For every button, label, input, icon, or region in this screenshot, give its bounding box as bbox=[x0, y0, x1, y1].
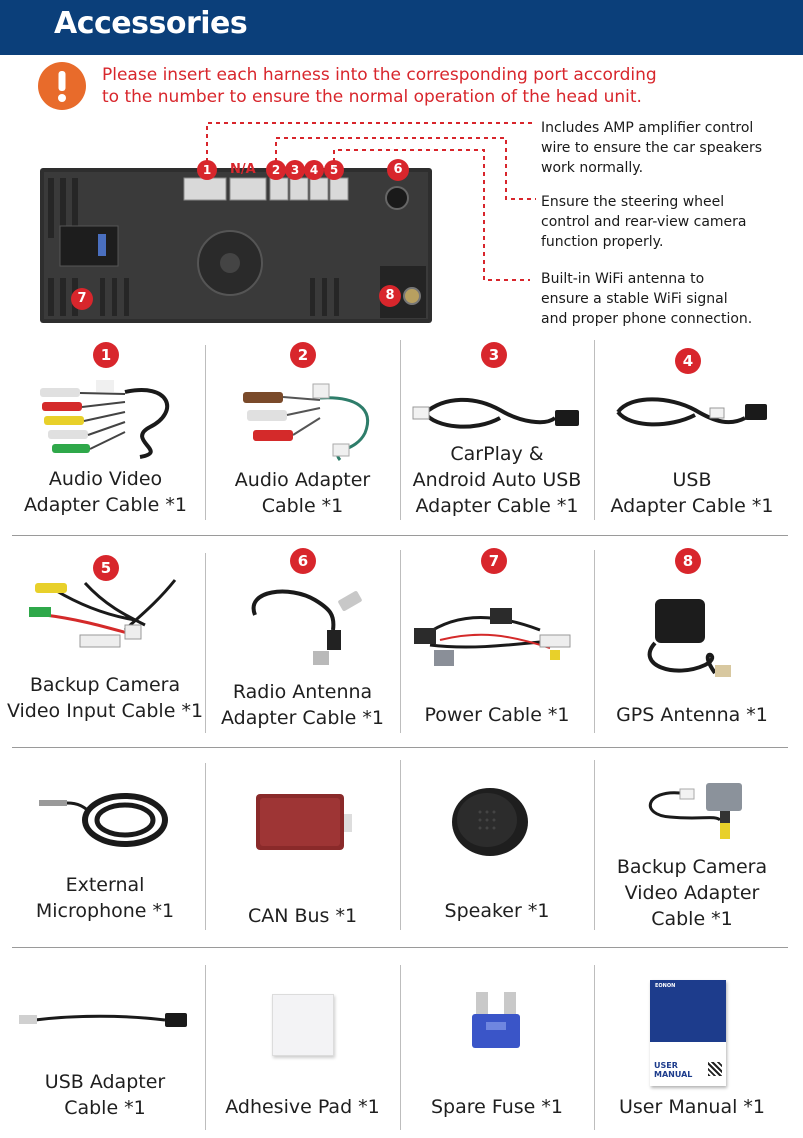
column-divider bbox=[400, 340, 401, 520]
manual-brand: EONON bbox=[655, 983, 676, 989]
backup-camera-adapter-image bbox=[648, 783, 742, 839]
item-label: External bbox=[65, 874, 145, 896]
item-label: Adapter Cable *1 bbox=[24, 494, 187, 516]
item-label: Adapter Cable *1 bbox=[610, 495, 774, 517]
item-number-badge: 7 bbox=[481, 548, 507, 574]
external-microphone-image bbox=[39, 793, 168, 847]
item-number-badge: 2 bbox=[290, 342, 316, 368]
column-divider bbox=[400, 965, 401, 1130]
item-number-badge: 1 bbox=[93, 342, 119, 368]
item-label: Backup Camera bbox=[29, 674, 181, 696]
item-label: USB bbox=[672, 469, 712, 491]
port-badge-6: 6 bbox=[387, 159, 409, 181]
item-label: Microphone *1 bbox=[35, 900, 175, 922]
radio-antenna-adapter-image bbox=[251, 589, 362, 665]
column-divider bbox=[400, 760, 401, 930]
item-label: Spare Fuse *1 bbox=[430, 1096, 564, 1118]
audio-adapter-cable-image bbox=[243, 383, 370, 461]
can-bus-box-image bbox=[256, 794, 352, 850]
port-badge-3: 3 bbox=[285, 160, 305, 180]
item-label: Adhesive Pad *1 bbox=[225, 1096, 380, 1118]
item-label: Android Auto USB bbox=[412, 469, 582, 491]
item-label: Video Adapter bbox=[624, 882, 760, 904]
callout-amp: Includes AMP amplifier control wire to e… bbox=[541, 118, 791, 178]
item-label: Backup Camera bbox=[616, 856, 768, 878]
backup-camera-input-cable-image bbox=[29, 579, 177, 648]
item-label: User Manual *1 bbox=[618, 1096, 766, 1118]
fuse-image bbox=[472, 992, 520, 1048]
port-badge-5: 5 bbox=[324, 160, 344, 180]
audio-video-cable-image bbox=[40, 380, 170, 459]
item-number-badge: 5 bbox=[93, 555, 119, 581]
item-label: Video Input Cable *1 bbox=[6, 700, 204, 722]
callout-text: work normally. bbox=[541, 160, 644, 176]
column-divider bbox=[205, 345, 206, 520]
item-label: Cable *1 bbox=[64, 1097, 146, 1119]
item-label: Adapter Cable *1 bbox=[221, 707, 384, 729]
item-label: Cable *1 bbox=[651, 908, 733, 930]
item-label: CarPlay & bbox=[450, 443, 544, 465]
port-badge-8: 8 bbox=[379, 285, 401, 307]
callout-text: wire to ensure the car speakers bbox=[541, 140, 763, 156]
item-label: GPS Antenna *1 bbox=[616, 704, 768, 726]
item-label: CAN Bus *1 bbox=[247, 905, 358, 927]
column-divider bbox=[205, 763, 206, 930]
item-number-badge: 4 bbox=[675, 348, 701, 374]
carplay-usb-cable-image bbox=[412, 397, 579, 429]
usb-adapter-cable-image bbox=[616, 397, 767, 427]
column-divider bbox=[594, 965, 595, 1130]
column-divider bbox=[205, 965, 206, 1130]
port-badge-4: 4 bbox=[304, 160, 324, 180]
callout-text: function properly. bbox=[541, 234, 664, 250]
item-label: Speaker *1 bbox=[444, 900, 550, 922]
manual-title-line-1: USER bbox=[654, 1061, 678, 1070]
page-header: Accessories bbox=[0, 0, 803, 55]
column-divider bbox=[594, 760, 595, 930]
gps-antenna-image bbox=[647, 599, 731, 677]
warning-line-1: Please insert each harness into the corr… bbox=[102, 65, 657, 85]
row-divider bbox=[12, 747, 788, 748]
item-label: USB Adapter bbox=[44, 1071, 166, 1093]
callout-text: ensure a stable WiFi signal bbox=[541, 291, 728, 307]
callout-text: Built-in WiFi antenna to bbox=[541, 271, 705, 287]
head-unit-rear-image bbox=[40, 168, 432, 323]
usb-adapter-cable-small-image bbox=[19, 1013, 187, 1027]
warning-text: Please insert each harness into the corr… bbox=[102, 64, 702, 108]
column-divider bbox=[594, 550, 595, 733]
item-label: Adapter Cable *1 bbox=[415, 495, 579, 517]
item-number-badge: 3 bbox=[481, 342, 507, 368]
port-badge-na: N/A bbox=[230, 162, 256, 177]
speaker-image bbox=[452, 788, 528, 856]
warning-line-2: to the number to ensure the normal opera… bbox=[102, 87, 642, 107]
item-label: Audio Adapter bbox=[234, 469, 371, 491]
callout-text: control and rear-view camera bbox=[541, 214, 747, 230]
port-badge-2: 2 bbox=[266, 160, 286, 180]
item-label: Radio Antenna bbox=[232, 681, 373, 703]
manual-title-line-2: MANUAL bbox=[654, 1070, 693, 1079]
user-manual-image: EONON USER MANUAL bbox=[650, 980, 726, 1086]
column-divider bbox=[400, 550, 401, 733]
item-label: Audio Video bbox=[48, 468, 163, 490]
port-badge-7: 7 bbox=[71, 288, 93, 310]
item-label: Cable *1 bbox=[261, 495, 344, 517]
adhesive-pad-image bbox=[272, 994, 334, 1056]
column-divider bbox=[594, 340, 595, 520]
column-divider bbox=[205, 553, 206, 733]
row-divider bbox=[12, 535, 788, 536]
exclamation-icon bbox=[38, 62, 86, 110]
item-label: Power Cable *1 bbox=[424, 704, 570, 726]
callout-wifi: Built-in WiFi antenna to ensure a stable… bbox=[541, 269, 791, 329]
callout-steering: Ensure the steering wheel control and re… bbox=[541, 192, 791, 252]
callout-text: and proper phone connection. bbox=[541, 311, 753, 327]
port-badge-1: 1 bbox=[197, 160, 217, 180]
power-cable-image bbox=[414, 608, 571, 666]
qr-code-icon bbox=[708, 1062, 722, 1076]
row-divider bbox=[12, 947, 788, 948]
item-number-badge: 6 bbox=[290, 548, 316, 574]
page-title: Accessories bbox=[54, 6, 248, 41]
callout-text: Includes AMP amplifier control bbox=[541, 120, 754, 136]
callout-text: Ensure the steering wheel bbox=[541, 194, 725, 210]
item-number-badge: 8 bbox=[675, 548, 701, 574]
